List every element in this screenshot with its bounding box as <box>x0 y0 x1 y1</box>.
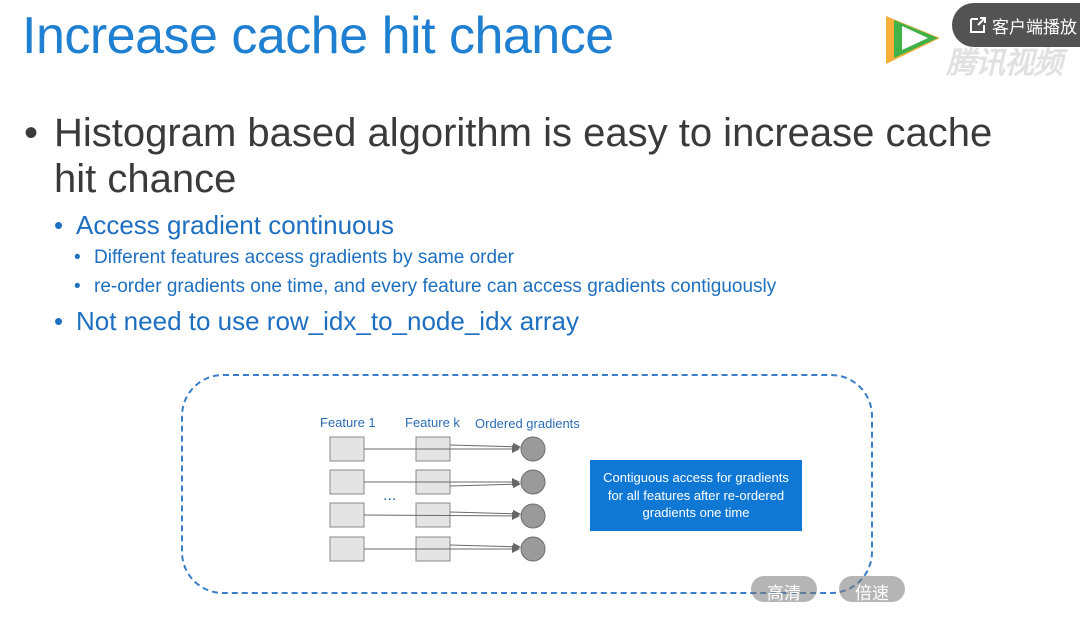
sub-bullet-access: • Access gradient continuous <box>54 209 394 241</box>
feature-cell <box>329 536 365 562</box>
arrow <box>449 542 521 551</box>
quality-button[interactable]: 高清 <box>751 576 817 603</box>
feature-cell <box>329 502 365 528</box>
gradient-node <box>520 436 546 462</box>
client-play-label: 客户端播放 <box>992 17 1077 37</box>
bullet-marker: • <box>74 276 81 297</box>
slide-bottom <box>0 598 1080 631</box>
arrow <box>363 511 520 520</box>
ordered-gradients-label: Ordered gradients <box>475 416 580 431</box>
client-play-button[interactable]: 客户端播放 <box>952 3 1080 47</box>
arrow <box>449 442 521 451</box>
main-bullet-text: Histogram based algorithm is easy to inc… <box>54 111 993 201</box>
detail-bullet-reorder-text: re-order gradients one time, and every f… <box>94 276 777 297</box>
detail-bullet-order: • Different features access gradients by… <box>74 245 514 271</box>
feature-k-column <box>415 436 451 562</box>
arrow <box>449 480 521 489</box>
bullet-marker: • <box>74 247 81 268</box>
feature-1-column <box>329 436 365 562</box>
feature-cell <box>329 469 365 495</box>
detail-bullet-order-text: Different features access gradients by s… <box>94 247 514 268</box>
video-logo-icon <box>886 16 940 64</box>
sub-bullet-no-array: • Not need to use row_idx_to_node_idx ar… <box>54 305 579 337</box>
arrow <box>449 509 521 518</box>
bullet-marker: • <box>54 306 64 336</box>
main-bullet: • Histogram based algorithm is easy to i… <box>24 110 1024 202</box>
gradient-node <box>520 536 546 562</box>
sub-bullet-access-text: Access gradient continuous <box>76 210 394 240</box>
contiguous-access-callout: Contiguous access for gradients for all … <box>590 460 802 531</box>
speed-button[interactable]: 倍速 <box>839 576 905 603</box>
feature-cell <box>329 436 365 462</box>
gradient-node <box>520 503 546 529</box>
diagram-frame <box>181 374 873 594</box>
ellipsis-label: ... <box>383 487 396 504</box>
feature-k-label: Feature k <box>405 415 460 430</box>
detail-bullet-reorder: • re-order gradients one time, and every… <box>74 274 776 300</box>
bullet-marker: • <box>54 210 64 240</box>
video-watermark: 腾讯视频 <box>946 47 1063 80</box>
gradient-column <box>520 436 546 562</box>
access-arrows <box>363 442 521 553</box>
slide-title: Increase cache hit chance <box>22 7 614 65</box>
gradient-node <box>520 469 546 495</box>
bullet-marker: • <box>24 111 39 155</box>
feature-1-label: Feature 1 <box>320 415 376 430</box>
external-open-icon <box>970 17 986 33</box>
sub-bullet-no-array-text: Not need to use row_idx_to_node_idx arra… <box>76 306 579 336</box>
